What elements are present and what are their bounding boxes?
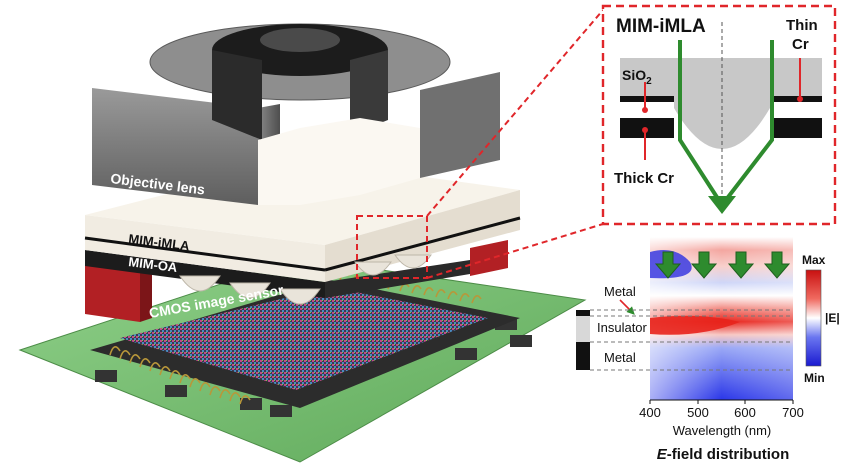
thin-cr-layer-left — [620, 96, 674, 102]
efield-caption: E-field distribution — [657, 446, 790, 463]
support-block-left-side — [140, 266, 152, 322]
objective-lens-tube — [212, 50, 262, 140]
mim-imla-metal-line-side — [324, 216, 521, 272]
mim-oa-label: MIM-OA — [128, 254, 179, 275]
incident-arrow — [654, 251, 682, 279]
thick-cr-pointer-dot — [642, 127, 648, 133]
efield-heatmap-blob — [650, 315, 740, 335]
inset-panel: MIM-iMLA Thin Cr SiO2 Thick Cr — [601, 4, 837, 226]
focus-arrowhead — [708, 196, 736, 214]
inset-title: MIM-iMLA — [616, 16, 706, 37]
light-ray-right — [720, 40, 774, 207]
layer-insulator-bar — [576, 316, 590, 342]
objective-lens-inner — [260, 28, 340, 52]
thick-cr-label: Thick Cr — [614, 170, 674, 187]
mim-imla-label: MIM-iMLA — [128, 231, 191, 253]
objective-lens-tube-right — [350, 50, 388, 135]
light-ray-left — [678, 40, 724, 207]
sio2-label-main: SiO — [622, 67, 646, 83]
x-axis-ticks — [649, 400, 794, 404]
mim-imla-metal-line — [84, 236, 326, 272]
layer-metal-bottom-bar — [576, 342, 590, 370]
support-block-left — [85, 262, 140, 322]
thin-cr-label-line1: Thin — [786, 17, 818, 34]
incident-light-arrows — [654, 251, 791, 279]
metal-top-pointer — [619, 299, 635, 315]
thin-cr-label-line2: Cr — [792, 36, 809, 53]
thin-cr-pointer-dot — [797, 96, 803, 102]
efield-plot: Metal Insulator Metal 400 500 600 — [576, 237, 840, 463]
layer-metal-top-label: Metal — [604, 284, 636, 299]
caption-rest: -field distribution — [667, 446, 789, 463]
sio2-label-subscript: 2 — [646, 76, 652, 87]
mim-imla-slab-side — [325, 190, 520, 282]
device-illustration: Objective lens MIM-iMLA MIM-OA CMOS imag… — [18, 23, 587, 463]
mim-imla-slab-front — [85, 215, 325, 282]
cmos-pixel-array — [120, 287, 488, 390]
microlens-array — [179, 254, 432, 305]
layer-metal-bottom-label: Metal — [604, 350, 636, 365]
zoom-leader-top — [426, 9, 604, 217]
x-tick-label: 700 — [782, 405, 804, 420]
colorbar-max-label: Max — [802, 253, 826, 267]
incident-arrow — [727, 251, 755, 279]
incident-arrow — [763, 251, 791, 279]
x-tick-label: 600 — [734, 405, 756, 420]
layer-metal-top-bar — [576, 310, 590, 316]
thin-cr-layer-right — [770, 96, 822, 102]
incident-arrow — [690, 251, 718, 279]
sio2-label: SiO2 — [622, 67, 652, 87]
colorbar-label: |E| — [825, 311, 840, 325]
x-tick-label: 400 — [639, 405, 661, 420]
zoom-region-box — [356, 215, 428, 279]
colorbar-min-label: Min — [804, 371, 825, 385]
sio2-pointer-dot — [642, 107, 648, 113]
thick-cr-layer-right — [770, 118, 822, 138]
layer-insulator-label: Insulator — [597, 320, 648, 335]
colorbar — [805, 269, 822, 367]
objective-lens-cutaway — [258, 118, 420, 205]
zoom-leader-bottom — [426, 223, 604, 279]
x-tick-label: 500 — [687, 405, 709, 420]
x-axis-label: Wavelength (nm) — [673, 423, 772, 438]
caption-italic-e: E — [657, 446, 668, 463]
objective-lens-right-block — [420, 72, 500, 178]
